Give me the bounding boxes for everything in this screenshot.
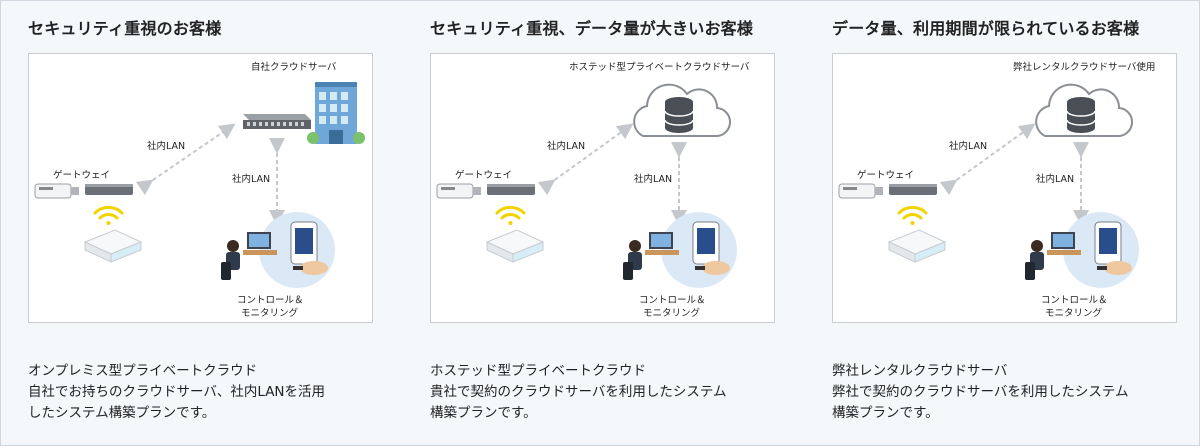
monitoring-label: モニタリング: [241, 308, 299, 319]
lan-arrow-gateway: [135, 123, 236, 196]
lan-arrow-gateway: [939, 123, 1036, 196]
plan-description: オンプレミス型プライベートクラウド 自社でお持ちのクラウドサーバ、社内LANを活…: [28, 361, 388, 424]
description-line: 弊社レンタルクラウドサーバ: [832, 363, 1008, 379]
description-line: ホステッド型プライベートクラウド: [430, 363, 646, 379]
diagram-graphics: [436, 83, 737, 288]
description-line: オンプレミス型プライベートクラウド: [28, 363, 258, 379]
column-title: セキュリティ重視のお客様: [28, 19, 222, 38]
diagram-graphics: [34, 82, 365, 288]
building-server-icon: [307, 82, 365, 144]
sensor-hub-icon: [485, 229, 545, 263]
diagram-graphics: [838, 83, 1139, 288]
server-label: 弊社レンタルクラウドサーバ使用: [1013, 62, 1156, 73]
wifi-icon: [93, 205, 124, 225]
monitoring-label: モニタリング: [1045, 308, 1103, 319]
lan-arrow-gateway: [537, 123, 634, 196]
lan-label: 社内LAN: [147, 141, 186, 152]
column-title: セキュリティ重視、データ量が大きいお客様: [430, 19, 754, 38]
lan-label: 社内LAN: [232, 174, 271, 185]
monitoring-label: モニタリング: [643, 308, 701, 319]
gateway-label: ゲートウェイ: [53, 170, 111, 181]
control-label: コントロール＆: [639, 295, 706, 306]
wifi-icon: [495, 205, 526, 225]
description-line: 自社でお持ちのクラウドサーバ、社内LANを活用: [28, 384, 326, 400]
description-line: 弊社で契約のクラウドサーバを利用したシステム: [832, 384, 1129, 400]
column-title: データ量、利用期間が限られているお客様: [832, 19, 1140, 38]
cloud-database-icon: [1035, 83, 1134, 138]
plan-description: 弊社レンタルクラウドサーバ 弊社で契約のクラウドサーバを利用したシステム 構築プ…: [832, 361, 1192, 424]
control-label: コントロール＆: [1041, 295, 1108, 306]
gateway-label: ゲートウェイ: [455, 170, 513, 181]
description-line: 貴社で契約のクラウドサーバを利用したシステム: [430, 384, 727, 400]
operator-monitoring-icon: [1025, 212, 1139, 288]
lan-label: 社内LAN: [1036, 174, 1075, 185]
description-line: したシステム構築プランです。: [28, 405, 216, 421]
gateway-device-icon: [436, 183, 535, 199]
sensor-hub-icon: [887, 229, 947, 263]
control-label: コントロール＆: [237, 295, 304, 306]
cloud-database-icon: [633, 83, 732, 138]
description-line: 構築プランです。: [430, 405, 537, 421]
operator-monitoring-icon: [623, 212, 737, 288]
server-label: 自社クラウドサーバ: [251, 62, 337, 73]
gateway-device-icon: [34, 183, 133, 199]
network-diagram: 弊社レンタルクラウドサーバ使用 社内LAN 社内LAN ゲートウェイ コントロー…: [832, 53, 1177, 323]
lan-label: 社内LAN: [634, 174, 673, 185]
description-line: 構築プランです。: [832, 405, 939, 421]
network-diagram: 自社クラウドサーバ 社内LAN 社内LAN ゲートウェイ コントロール＆ モニタ…: [28, 53, 373, 323]
network-switch-icon: [243, 114, 311, 129]
gateway-device-icon: [838, 183, 937, 199]
wifi-icon: [897, 205, 928, 225]
operator-monitoring-icon: [221, 212, 335, 288]
server-label: ホステッド型プライベートクラウドサーバ: [569, 62, 750, 73]
sensor-hub-icon: [83, 229, 143, 263]
lan-label: 社内LAN: [547, 141, 586, 152]
gateway-label: ゲートウェイ: [857, 170, 915, 181]
lan-label: 社内LAN: [949, 141, 988, 152]
plan-description: ホステッド型プライベートクラウド 貴社で契約のクラウドサーバを利用したシステム …: [430, 361, 790, 424]
network-diagram: ホステッド型プライベートクラウドサーバ 社内LAN 社内LAN ゲートウェイ コ…: [430, 53, 775, 323]
